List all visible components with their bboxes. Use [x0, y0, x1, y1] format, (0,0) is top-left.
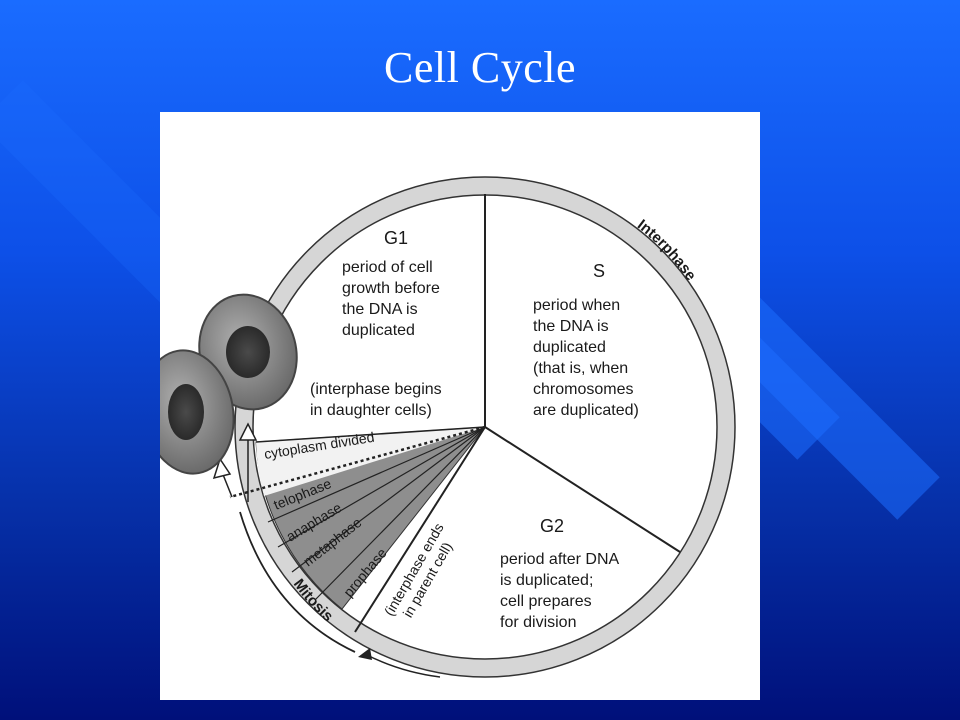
divider-g1-mitosis — [255, 426, 486, 443]
slide-title: Cell Cycle — [384, 43, 576, 92]
cell-cycle-svg: Interphase Mitosis G1 period of cell gro… — [160, 176, 736, 678]
g1-note: (interphase begins in daughter cells) — [310, 381, 446, 419]
arrow-head-left — [212, 457, 232, 480]
mitosis-arrow — [239, 511, 356, 653]
s-heading: S — [593, 261, 605, 281]
interphase-arrow-head — [358, 648, 372, 660]
s-text: period when the DNA is duplicated (that … — [533, 297, 639, 419]
divider-s-g2 — [484, 426, 681, 553]
divider-g2-mitosis — [354, 426, 486, 633]
cell-cycle-diagram: Interphase Mitosis G1 period of cell gro… — [160, 112, 760, 700]
cytoplasm-band — [256, 427, 485, 496]
divider-telophase — [267, 426, 486, 523]
g1-heading: G1 — [384, 228, 408, 248]
g1-text: period of cell growth before the DNA is … — [342, 259, 444, 339]
divider-prophase — [314, 426, 486, 601]
g2-heading: G2 — [540, 516, 564, 536]
interphase-arrow — [364, 653, 441, 678]
g2-text: period after DNA is duplicated; cell pre… — [500, 551, 623, 631]
divider-metaphase — [291, 426, 486, 573]
divider-anaphase — [277, 426, 486, 548]
divider-cytoplasm — [229, 425, 486, 499]
arrow-head-up — [238, 422, 258, 441]
daughter-cell-lower — [160, 349, 235, 475]
